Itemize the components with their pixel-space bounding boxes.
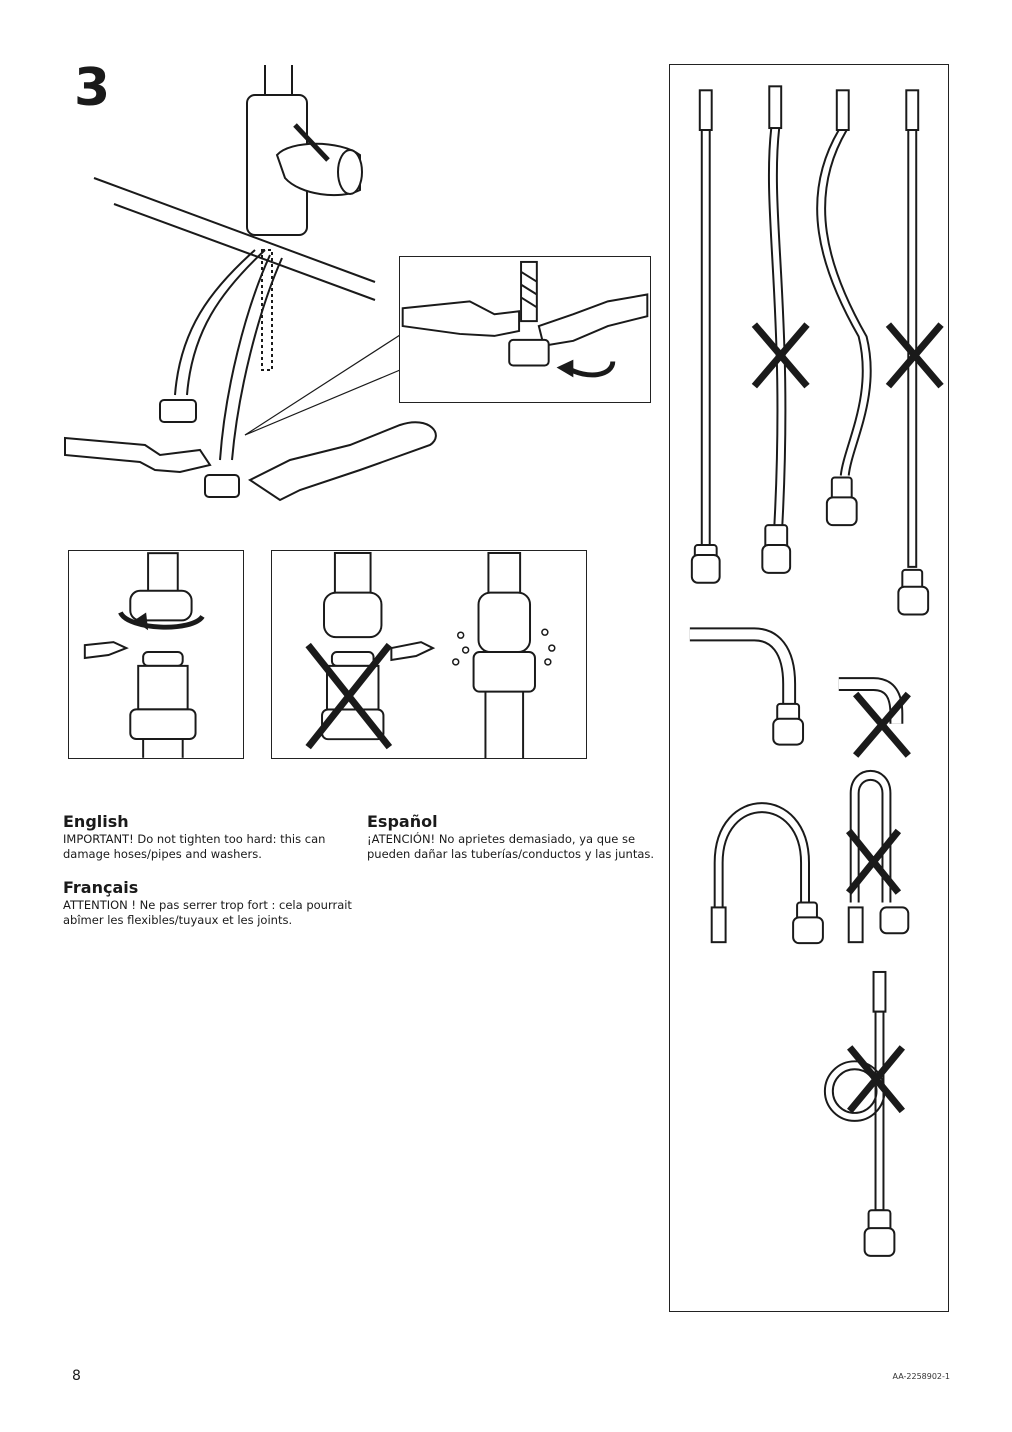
language-text: ¡ATENCIÓN! No aprietes demasiado, ya que…	[367, 832, 655, 861]
hose-icon	[838, 677, 904, 724]
nut-icon	[761, 544, 792, 574]
nut-icon	[323, 591, 383, 639]
language-title: English	[63, 812, 129, 831]
hose-icon	[816, 89, 872, 527]
water-drops-icon	[452, 628, 556, 666]
hose-icon	[690, 89, 721, 584]
language-text: ATTENTION ! Ne pas serrer trop fort : ce…	[63, 898, 352, 927]
hose-icon	[847, 769, 910, 944]
hose-bending-guide-panel	[669, 64, 949, 1312]
nut-icon	[825, 496, 858, 527]
prohibited-x-icon	[751, 322, 944, 1114]
faucet-installation-illustration	[64, 65, 437, 502]
pointing-hand-icon	[83, 641, 129, 660]
prohibited-x-icon	[305, 642, 393, 750]
nut-icon	[897, 585, 930, 616]
language-title: Español	[367, 812, 438, 831]
hose-icon	[689, 627, 805, 746]
wrench-icon	[64, 421, 437, 502]
washer-check-panel	[68, 550, 244, 759]
document-code: AA-2258902-1	[892, 1372, 950, 1381]
hose-icon	[333, 551, 372, 599]
nut-icon	[690, 553, 721, 584]
hose-icon	[823, 970, 896, 1257]
language-text: IMPORTANT! Do not tighten too hard: this…	[63, 832, 326, 861]
language-block-french: Français ATTENTION ! Ne pas serrer trop …	[63, 878, 353, 928]
page-number: 8	[72, 1368, 81, 1384]
wrench-icon	[401, 293, 649, 347]
language-block-english: English IMPORTANT! Do not tighten too ha…	[63, 812, 353, 862]
language-title: Français	[63, 878, 139, 897]
washer-error-panel	[271, 550, 587, 759]
wrench-detail-panel	[399, 256, 651, 403]
hose-icon	[761, 85, 792, 574]
nut-icon	[508, 338, 550, 367]
hose-icon	[487, 551, 522, 599]
pointing-hand-icon	[390, 641, 436, 662]
nut-icon	[792, 916, 824, 945]
hose-icon	[174, 249, 283, 461]
nut-icon	[863, 1227, 896, 1257]
rotate-arrow-icon	[565, 361, 616, 378]
nut-icon	[477, 591, 532, 654]
rotate-arrow-icon	[118, 611, 205, 630]
step-number: 3	[74, 58, 111, 118]
nut-icon	[159, 399, 240, 498]
nut-icon	[129, 589, 193, 622]
nut-icon	[879, 906, 910, 935]
hose-icon	[520, 260, 538, 323]
hose-icon	[710, 802, 824, 945]
nut-icon	[129, 708, 197, 741]
language-block-spanish: Español ¡ATENCIÓN! No aprietes demasiado…	[367, 812, 657, 862]
nut-icon	[772, 717, 805, 746]
faucet-icon	[93, 65, 376, 301]
